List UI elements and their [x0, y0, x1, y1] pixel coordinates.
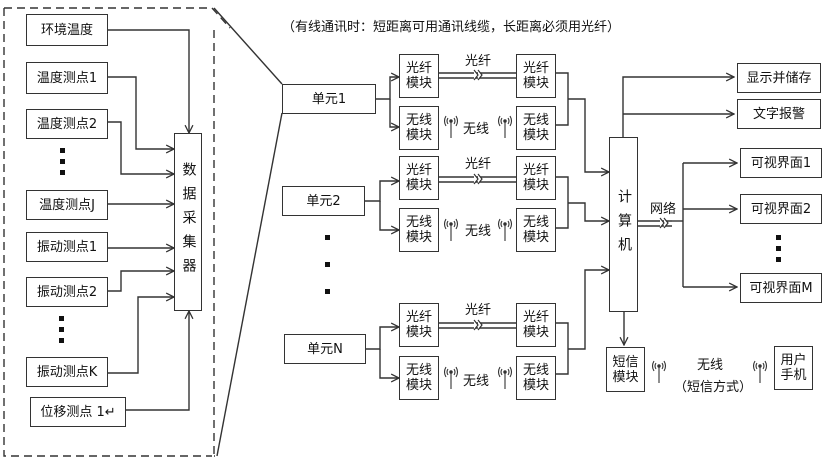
break-mark-icon: [473, 69, 669, 331]
ellipsis-dots-icon: [776, 235, 781, 268]
computer: 计算机: [609, 137, 638, 312]
antenna-icon: [497, 366, 513, 389]
ellipsis-dots-icon: [59, 316, 64, 349]
wireless-module-left-1: 无线 模块: [399, 106, 439, 150]
dashed-enclosure: [4, 7, 231, 29]
data-collector: 数据采集器: [174, 133, 202, 311]
sms-link-label: 无线: [697, 358, 724, 373]
wireless-link-label: 无线: [463, 122, 490, 137]
wired-note: （有线通讯时：短距离可用通讯线缆，长距离必须用光纤）: [282, 20, 621, 35]
ellipsis-dots-icon: [60, 148, 65, 181]
antenna-icon: [752, 360, 768, 383]
user-phone: 用户 手机: [774, 346, 813, 390]
disp-point-1: 位移测点 1↵: [30, 397, 126, 427]
fiber-link-label: 光纤: [465, 157, 492, 172]
antenna-icon: [443, 115, 459, 138]
network-link-label: 网络: [650, 202, 677, 217]
display-and-store: 显示并储存: [737, 63, 821, 93]
antenna-icon: [651, 360, 667, 383]
wireless-module-left-2: 无线 模块: [399, 208, 439, 252]
view-1: 可视界面1: [740, 148, 822, 178]
sms-link-mode: （短信方式）: [674, 380, 753, 395]
antenna-icon: [497, 115, 513, 138]
temp-point-1: 温度测点1: [26, 62, 108, 94]
ellipsis-dots-icon: [325, 235, 330, 300]
antenna-icon: [443, 366, 459, 389]
fiber-module-left-1: 光纤 模块: [399, 54, 439, 98]
wireless-module-right-2: 无线 模块: [516, 208, 556, 252]
temp-point-j: 温度测点J: [26, 190, 108, 220]
text-alarm: 文字报警: [737, 99, 821, 129]
view-m: 可视界面M: [740, 273, 822, 303]
fiber-module-left-2: 光纤 模块: [399, 156, 439, 200]
wireless-link-label: 无线: [463, 374, 490, 389]
fiber-module-right-n: 光纤 模块: [516, 303, 556, 347]
zoom-line-top: [213, 7, 283, 85]
temp-point-2: 温度测点2: [26, 109, 108, 139]
sms-module: 短信 模块: [606, 347, 645, 392]
fiber-module-right-1: 光纤 模块: [516, 54, 556, 98]
fiber-module-left-n: 光纤 模块: [399, 303, 439, 347]
antenna-icon: [443, 218, 459, 241]
env-temp-sensor: 环境温度: [26, 14, 108, 46]
zoom-line-bottom: [216, 112, 283, 457]
fiber-link-label: 光纤: [465, 303, 492, 318]
vib-point-1: 振动测点1: [26, 232, 108, 262]
wireless-module-right-1: 无线 模块: [516, 106, 556, 150]
unit-n: 单元N: [284, 334, 366, 364]
vib-point-2: 振动测点2: [26, 277, 108, 307]
fiber-module-right-2: 光纤 模块: [516, 156, 556, 200]
unit-1: 单元1: [282, 84, 376, 114]
view-2: 可视界面2: [740, 194, 822, 224]
wireless-module-right-n: 无线 模块: [516, 356, 556, 400]
wireless-link-label: 无线: [465, 224, 492, 239]
vib-point-k: 振动测点K: [26, 357, 108, 387]
unit-2: 单元2: [282, 186, 365, 216]
wireless-module-left-n: 无线 模块: [399, 356, 439, 400]
antenna-icon: [497, 218, 513, 241]
fiber-link-label: 光纤: [465, 54, 492, 69]
